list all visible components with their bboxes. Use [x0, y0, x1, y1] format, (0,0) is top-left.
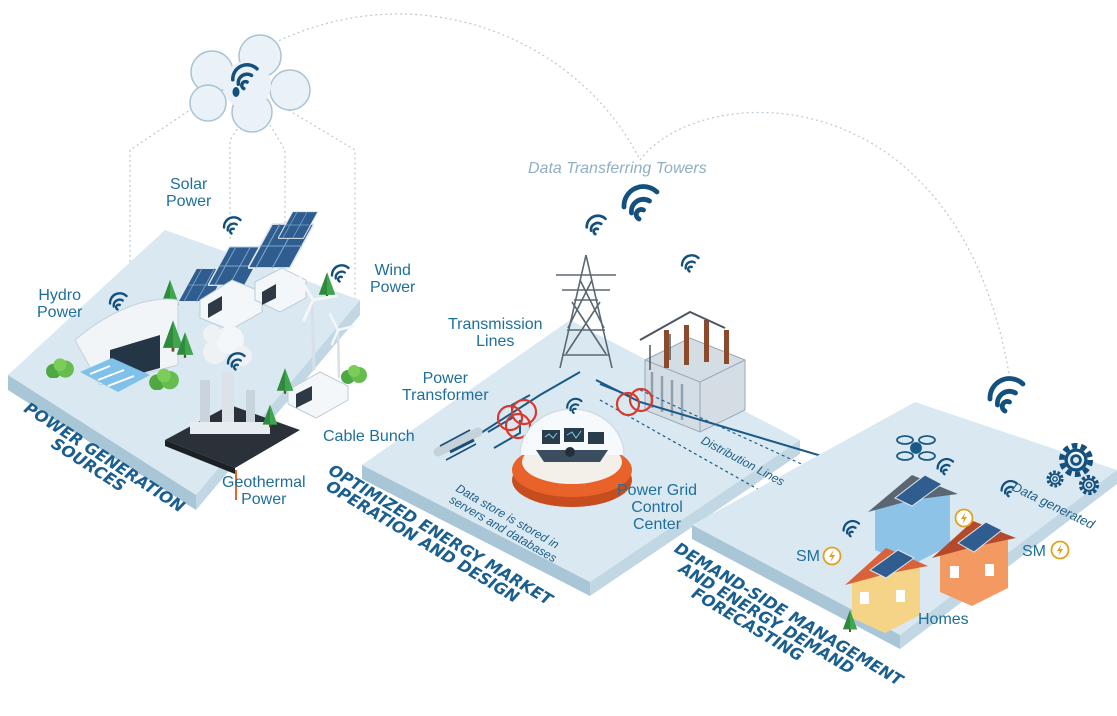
homes-label: Homes: [918, 611, 969, 628]
house-icon: [932, 521, 1016, 606]
wifi-signal-icon: [222, 216, 242, 235]
control-center-label-line: Control: [631, 499, 683, 516]
hydro-dam: [46, 298, 194, 392]
wifi-signal-icon: [990, 379, 1023, 411]
smart-meter-icon: [822, 546, 842, 566]
cable-bunch-label: Cable Bunch: [323, 428, 415, 445]
transformer-label-line: Power: [422, 370, 468, 387]
transformer-icon: [639, 310, 746, 433]
power-transformer-label: Power Transformer: [402, 370, 489, 404]
wifi-signal-icon: [624, 187, 657, 219]
transmission-label-line: Transmission: [448, 316, 543, 333]
control-center-label-line: Center: [633, 516, 682, 533]
solar-label-line: Power: [166, 193, 212, 210]
house-icon: [868, 474, 958, 565]
smart-meter-icon: [1050, 540, 1070, 560]
house-icon: [845, 548, 928, 633]
smart-meter-label-right: SM: [1022, 543, 1046, 560]
cloud-icon: [189, 34, 311, 133]
wind-label-line: Power: [370, 279, 416, 296]
cable-bunch-icon: [433, 427, 483, 461]
solar-power-label: Solar Power: [166, 176, 211, 210]
wifi-signal-icon: [585, 214, 607, 236]
wind-power-label: Wind Power: [370, 262, 415, 296]
hydro-label-line: Hydro: [38, 287, 82, 304]
wind-farm: [287, 276, 356, 419]
transmission-label-line: Lines: [476, 333, 515, 350]
geothermal-label-line: Geothermal: [222, 474, 306, 491]
geothermal-label-line: Power: [241, 491, 287, 508]
lightning-icon: [954, 508, 974, 528]
solar-farm: [160, 211, 336, 331]
control-center-label: Power Grid Control Center: [617, 482, 697, 533]
bush-icon: [341, 365, 367, 384]
diagram-artwork: [8, 13, 1117, 649]
wind-label-line: Wind: [374, 262, 411, 279]
wifi-signal-icon: [330, 264, 350, 283]
transmission-tower-icon: [556, 254, 616, 369]
control-center-label-line: Power Grid: [617, 482, 698, 499]
geothermal-plant: [165, 325, 300, 500]
drone-icon: [896, 435, 936, 461]
geothermal-power-label: Geothermal Power: [222, 474, 306, 508]
wifi-signal-icon: [680, 254, 700, 273]
hydro-power-label: Hydro Power: [37, 287, 82, 321]
transformer-label-line: Transformer: [402, 387, 489, 404]
towers-label: Data Transferring Towers: [528, 160, 707, 177]
solar-label-line: Solar: [170, 176, 208, 193]
hydro-label-line: Power: [37, 304, 83, 321]
transformer-symbol: [496, 387, 654, 440]
data-link-arcs: [129, 13, 1011, 381]
energy-system-diagram: Data Transferring Towers Solar Power Hyd…: [8, 13, 1117, 690]
control-center: [512, 408, 632, 507]
smart-meter-label-left: SM: [796, 548, 820, 565]
transmission-lines-label: Transmission Lines: [448, 316, 543, 350]
